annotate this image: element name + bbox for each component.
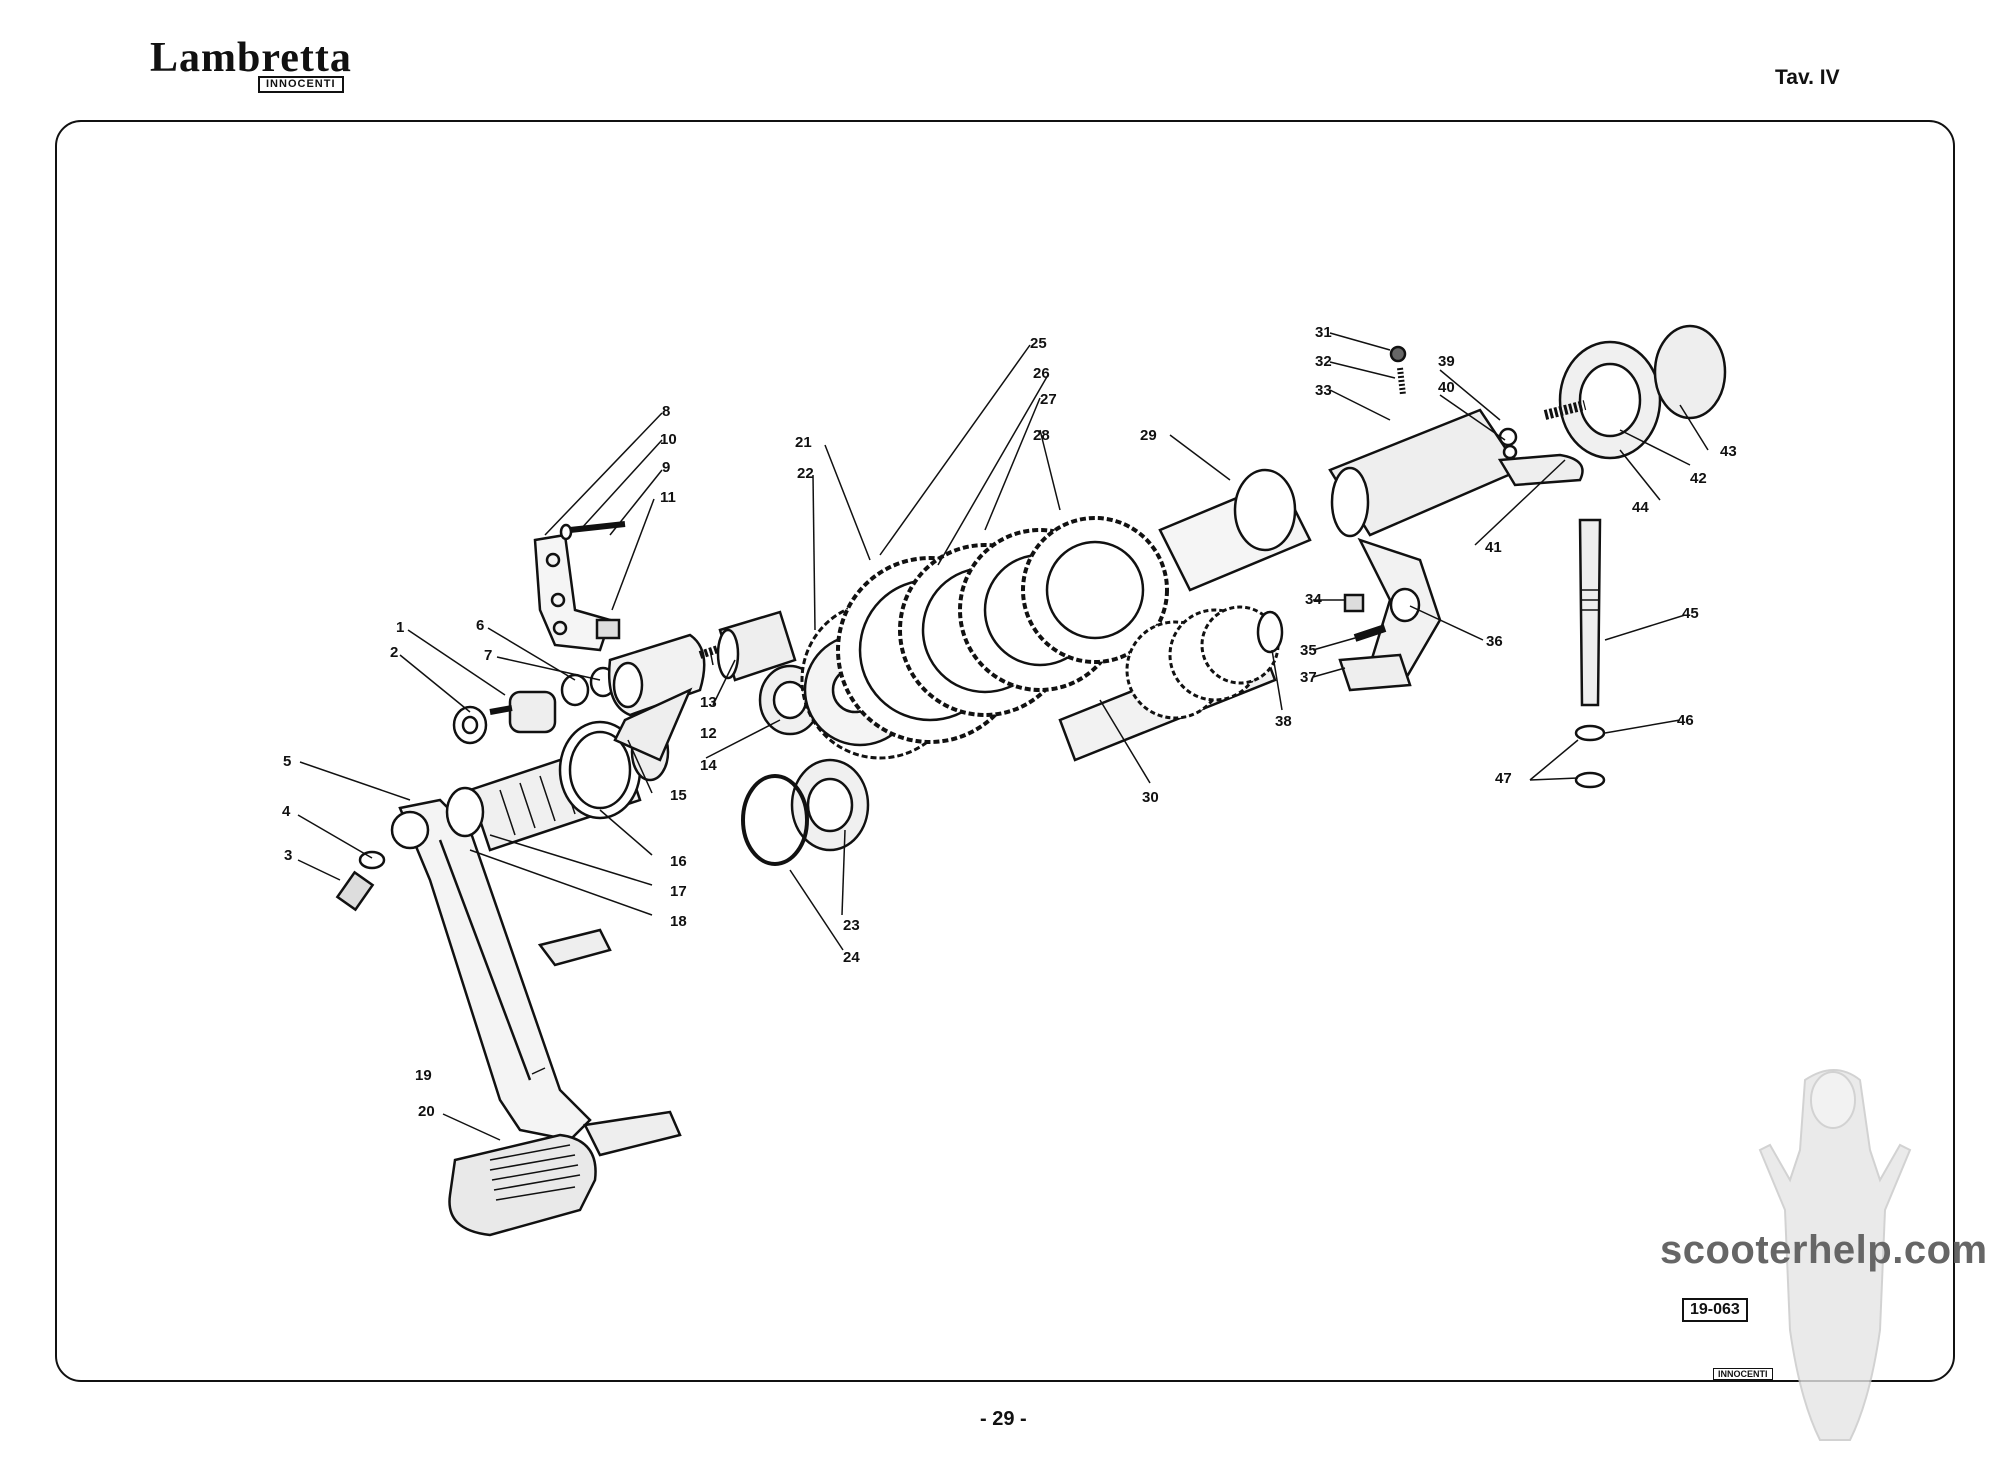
label-12: 12 — [700, 725, 717, 742]
label-20: 20 — [418, 1103, 435, 1120]
gear-cluster — [800, 516, 1169, 760]
label-3: 3 — [284, 847, 292, 864]
bolt-3 — [335, 870, 375, 912]
quadrant-arm — [613, 687, 693, 762]
gear-28 — [1021, 516, 1169, 664]
label-7: 7 — [484, 647, 492, 664]
kickstart-pedal-arm — [537, 928, 612, 967]
pedal-rubber-ribs — [489, 1144, 581, 1201]
label-4: 4 — [282, 803, 291, 820]
kickstart-lever-web — [438, 839, 532, 1081]
label-36: 36 — [1486, 633, 1503, 650]
label-37: 37 — [1300, 669, 1317, 686]
label-17: 17 — [670, 883, 687, 900]
label-39: 39 — [1438, 353, 1455, 370]
label-11: 11 — [660, 489, 676, 506]
scooter-watermark-image — [1758, 1069, 1912, 1441]
washer-46 — [1574, 724, 1606, 742]
label-24: 24 — [843, 949, 860, 966]
kickstart-spline — [390, 810, 430, 850]
label-35: 35 — [1300, 642, 1317, 659]
label-23: 23 — [843, 917, 860, 934]
label-25: 25 — [1030, 335, 1047, 352]
circlip-24 — [741, 774, 809, 866]
label-40: 40 — [1438, 379, 1455, 396]
washer-10 — [559, 523, 573, 541]
label-45: 45 — [1682, 605, 1699, 622]
diagram-frame — [55, 120, 1955, 1382]
washer-47 — [1574, 771, 1606, 789]
thread-44 — [1543, 400, 1587, 420]
selector-fork-37 — [1338, 653, 1412, 692]
label-42: 42 — [1690, 470, 1707, 487]
part-number-labels: 1 2 3 4 5 6 7 8 9 10 11 12 13 14 15 16 1… — [282, 324, 1737, 1120]
screw-9 — [569, 521, 626, 533]
label-38: 38 — [1275, 713, 1292, 730]
bush-1 — [508, 690, 557, 734]
label-16: 16 — [670, 853, 687, 870]
leader-lines — [297, 332, 1709, 1141]
shaft-45-splines — [1582, 589, 1598, 611]
label-15: 15 — [670, 787, 687, 804]
label-14: 14 — [700, 757, 717, 774]
bolt-thread — [489, 705, 513, 715]
lambretta-logo: Lambretta INNOCENTI — [150, 35, 375, 93]
label-26: 26 — [1033, 365, 1050, 382]
label-5: 5 — [283, 753, 291, 770]
seal-43 — [1653, 324, 1727, 420]
selector-arm-41 — [1497, 453, 1584, 487]
label-9: 9 — [662, 459, 670, 476]
label-18: 18 — [670, 913, 687, 930]
pin-11 — [595, 618, 621, 640]
label-47: 47 — [1495, 770, 1512, 787]
kickstart-seal — [445, 786, 485, 838]
innocenti-small-logo: INNOCENTI — [1713, 1368, 1773, 1380]
logo-wordmark: Lambretta — [150, 35, 352, 81]
label-22: 22 — [797, 465, 814, 482]
label-34: 34 — [1305, 591, 1322, 608]
washer-38 — [1256, 610, 1284, 654]
label-41: 41 — [1485, 539, 1502, 556]
label-29: 29 — [1140, 427, 1157, 444]
label-32: 32 — [1315, 353, 1332, 370]
shaft-45 — [1578, 518, 1602, 707]
kickstart-lever — [398, 798, 592, 1142]
label-43: 43 — [1720, 443, 1737, 460]
table-reference: Tav. IV — [1775, 66, 1840, 89]
logo-subtitle: INNOCENTI — [258, 76, 344, 93]
scooterhelp-watermark: scooterhelp.com — [1660, 1228, 1988, 1272]
label-30: 30 — [1142, 789, 1159, 806]
washer-2 — [452, 705, 488, 745]
label-10: 10 — [660, 431, 677, 448]
spring-32 — [1397, 367, 1406, 396]
label-2: 2 — [390, 644, 398, 661]
ball-31 — [1389, 345, 1407, 363]
label-46: 46 — [1677, 712, 1694, 729]
label-28: 28 — [1033, 427, 1050, 444]
label-13: 13 — [700, 694, 717, 711]
label-27: 27 — [1040, 391, 1057, 408]
label-6: 6 — [476, 617, 484, 634]
block-34 — [1343, 593, 1365, 613]
washer-4 — [358, 850, 386, 870]
label-21: 21 — [795, 434, 812, 451]
label-31: 31 — [1315, 324, 1332, 341]
label-1: 1 — [396, 619, 404, 636]
pin-35 — [1353, 624, 1387, 642]
label-44: 44 — [1632, 499, 1649, 516]
label-8: 8 — [662, 403, 670, 420]
label-19: 19 — [415, 1067, 432, 1084]
drawing-code: 19-063 — [1682, 1298, 1748, 1322]
kickstart-footrest — [583, 1110, 682, 1157]
label-33: 33 — [1315, 382, 1332, 399]
parts-drawing — [335, 324, 1727, 1237]
page-number: - 29 - — [980, 1408, 1027, 1430]
